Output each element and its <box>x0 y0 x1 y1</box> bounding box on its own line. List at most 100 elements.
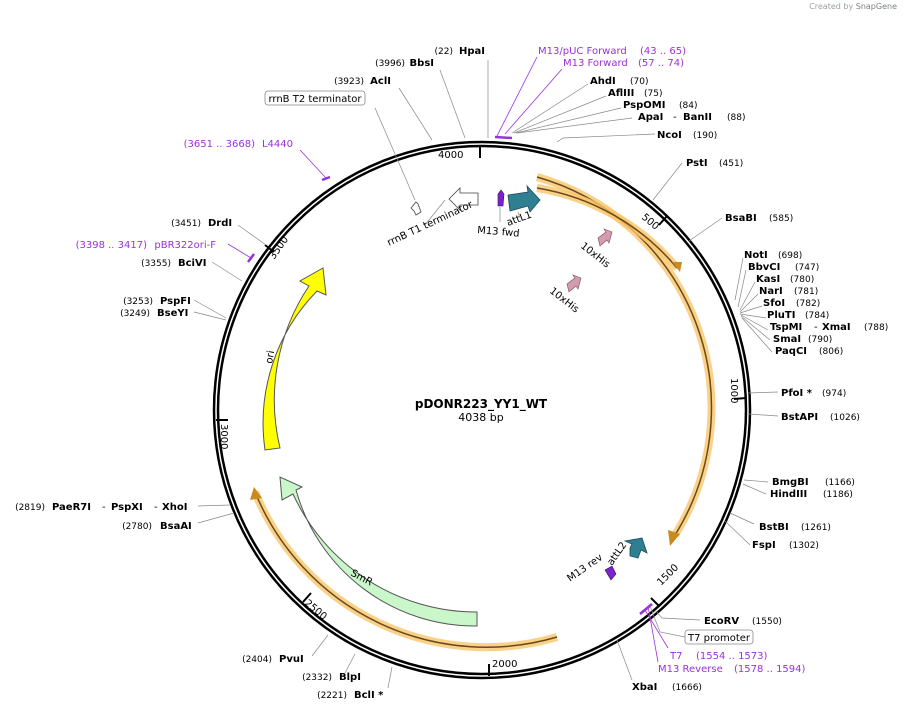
enzyme-bbvci: BbvCI <box>748 262 780 273</box>
enzyme-tspmi-sep: - <box>814 322 818 333</box>
leader-bbsi <box>439 69 466 139</box>
enzyme-apai-pos: (88) <box>727 113 745 123</box>
his-arrow-b <box>566 274 582 293</box>
feature-label-attl2: attL2 <box>605 540 629 568</box>
leader-bmgbi <box>743 479 769 483</box>
rrnb-t2-box <box>264 90 366 106</box>
enzyme-blpi: BlpI <box>339 672 361 683</box>
enzyme-noti-pos: (698) <box>778 251 802 261</box>
enzyme-bstapi: BstAPI <box>781 412 818 423</box>
attl1-arrow <box>507 184 541 213</box>
enzyme-tspmi: TspMI <box>770 322 802 333</box>
enzyme-bbvci-pos: (747) <box>795 263 819 273</box>
leader-blpi <box>344 653 356 674</box>
leader-bsabi <box>688 217 723 242</box>
leader-bseyi <box>193 311 227 321</box>
primer-label-pbr322: pBR322ori-F <box>154 240 216 251</box>
enzyme-xbai-pos: (1666) <box>672 683 702 693</box>
orf-arc-right-outer-glow <box>535 173 716 538</box>
plasmid-name: pDONR223_YY1_WT <box>415 397 548 412</box>
rrnb-t1-leader <box>424 199 446 226</box>
enzyme-ecorv-pos: (1550) <box>752 617 782 627</box>
tick-mark-2500 <box>302 592 312 603</box>
leader-noti <box>734 257 744 301</box>
primer-label-m13-fwd: M13 Forward <box>563 58 628 69</box>
orf-arrowhead-top <box>672 262 682 272</box>
enzyme-paer7i: PaeR7I <box>52 502 91 513</box>
enzyme-pspfi: PspFI <box>160 296 191 307</box>
leader-xbai <box>616 639 633 681</box>
feature-label-his-b: 10xHis <box>547 286 581 316</box>
tick-label-2000: 2000 <box>492 659 517 670</box>
feature-label-m13-rev: M13 rev <box>565 552 605 584</box>
enzyme-nari: NarI <box>759 286 783 297</box>
enzyme-psti: PstI <box>686 158 708 169</box>
enzyme-xmai: XmaI <box>822 322 851 333</box>
enzyme-bsaai: BsaAI <box>160 521 192 532</box>
leader-pluti <box>739 313 767 319</box>
enzyme-bmgbi: BmgBI <box>772 477 809 488</box>
enzyme-bmgbi-pos: (1166) <box>825 478 855 488</box>
plasmid-length: 4038 bp <box>458 411 503 424</box>
rrnb-t2-leader <box>374 107 416 201</box>
leader-pvui <box>311 634 329 657</box>
enzyme-bcli: BclI * <box>354 690 384 701</box>
enzyme-pvui: PvuI <box>279 654 304 665</box>
enzyme-ecorv: EcoRV <box>704 616 739 627</box>
enzyme-sfoi: SfoI <box>763 298 785 309</box>
orf-arc-right-outer <box>536 176 713 536</box>
enzyme-ahdi-pos: (70) <box>630 77 648 87</box>
leader-hindiii <box>742 483 767 495</box>
enzyme-pluti: PluTI <box>767 310 795 321</box>
enzyme-bsabi-pos: (585) <box>769 214 793 224</box>
enzyme-bcivi-pos: (3355) <box>141 259 171 269</box>
orf-arrowhead-left <box>250 487 262 500</box>
enzyme-fspi: FspI <box>752 540 776 551</box>
ori-feature <box>262 267 327 451</box>
enzyme-bsaai-pos: (2780) <box>122 522 152 532</box>
enzyme-pfoi: PfoI * <box>781 388 813 399</box>
enzyme-pfoi-pos: (974) <box>822 389 846 399</box>
enzyme-bbsi-pos: (3996) <box>375 59 405 69</box>
feature-label-ori: ori <box>264 350 277 365</box>
enzyme-psti-pos: (451) <box>719 159 743 169</box>
enzyme-paqci: PaqCI <box>775 346 807 357</box>
leader-bstapi <box>748 413 779 417</box>
enzyme-hpai: HpaI <box>459 46 485 57</box>
primer-range-pbr322: (3398 .. 3417) <box>76 240 148 251</box>
leader-ecorv <box>654 609 701 621</box>
primer-label-m13-puc: M13/pUC Forward <box>538 46 627 57</box>
leader-apai <box>516 117 633 134</box>
tick-marks <box>216 145 747 676</box>
leader-smai <box>740 315 771 341</box>
enzyme-bsabi: BsaBI <box>725 213 757 224</box>
rrnb-t2-arrow <box>410 201 422 216</box>
tick-label-3500: 3500 <box>267 235 291 262</box>
enzyme-afliii-pos: (75) <box>644 89 662 99</box>
enzyme-bbsi: BbsI <box>410 58 434 69</box>
enzyme-nari-pos: (781) <box>794 287 818 297</box>
t7-promoter-label: T7 promoter <box>687 633 751 644</box>
leader-m13-puc <box>496 56 538 137</box>
enzyme-banii: BanII <box>683 112 712 123</box>
enzyme-pspxi: PspXI <box>111 502 143 513</box>
backbone-outer <box>212 140 752 680</box>
enzyme-leaders <box>193 60 779 689</box>
leader-bbvci <box>737 269 747 308</box>
t7-promoter-box <box>684 629 754 645</box>
credit: Created by SnapGene <box>809 2 897 11</box>
leader-m13-rev <box>647 605 659 663</box>
leader-bcli <box>387 666 393 689</box>
leader-t7 <box>644 609 669 649</box>
orf-arrowhead-bottom <box>668 530 680 546</box>
leader-l4440 <box>299 149 327 179</box>
leader-paer7i <box>197 504 231 507</box>
tick-label-1500: 1500 <box>655 562 681 588</box>
enzyme-xhoi: XhoI <box>162 502 187 513</box>
enzyme-bseyi-pos: (3249) <box>120 309 150 319</box>
feature-label-rrnb-t1: rrnB T1 terminator <box>386 199 476 249</box>
orf-arc-right-inner <box>536 187 678 269</box>
enzyme-drdi-pos: (3451) <box>171 219 201 229</box>
m13-rev-arrow <box>604 565 617 581</box>
